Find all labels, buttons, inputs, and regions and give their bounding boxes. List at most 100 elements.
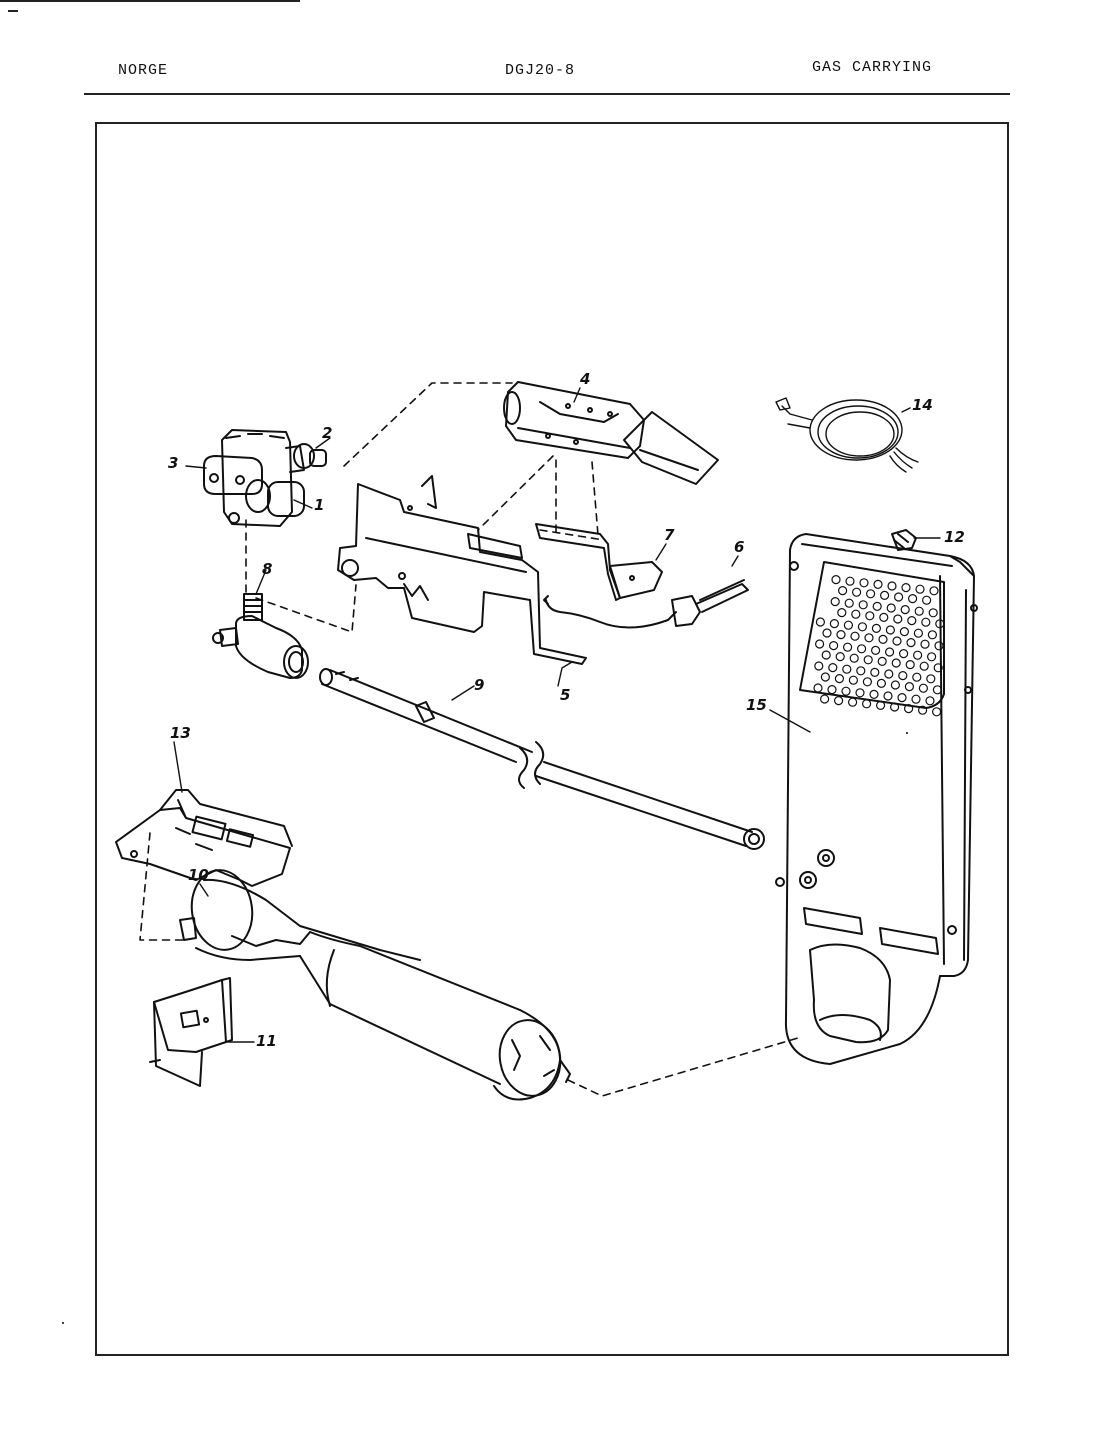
perforation-hole [837, 607, 847, 618]
perforation-hole [911, 694, 921, 704]
perforation-hole [850, 631, 860, 641]
perforation-hole [927, 630, 938, 640]
perforation-hole [845, 576, 855, 586]
flame-sensor-box [115, 789, 293, 887]
perforation-hole [828, 662, 838, 673]
perforation-hole [855, 688, 865, 698]
perforation-hole [912, 672, 922, 682]
perforation-hole [843, 620, 854, 630]
perforation-hole [861, 699, 872, 709]
perforation-hole [929, 586, 939, 596]
perforation-hole [820, 672, 831, 682]
perforation-hole [837, 585, 848, 596]
perforation-hole [872, 601, 882, 612]
perforation-hole [893, 592, 904, 602]
perforation-hole [907, 593, 918, 604]
perforation-hole [934, 641, 944, 651]
callout-9: 9 [474, 676, 485, 694]
perforation-hole [932, 685, 943, 695]
perforation-hole [918, 683, 929, 693]
callout-12: 12 [944, 528, 965, 546]
callout-7: 7 [664, 526, 675, 544]
mounting-plate [337, 475, 587, 665]
perforation-hole [928, 608, 938, 618]
perforation-hole [859, 578, 869, 588]
perforation-hole [827, 684, 837, 695]
perforation-hole [879, 590, 890, 601]
perforation-hole [814, 639, 825, 649]
perforation-hole [878, 634, 888, 645]
callout-5: 5 [560, 686, 571, 704]
perforation-hole [844, 598, 854, 608]
perforation-hole [885, 625, 896, 635]
corner-mark [8, 10, 18, 12]
perforation-hole [842, 642, 853, 652]
gas-valve [203, 429, 327, 527]
wire-harness [775, 397, 919, 473]
perforation-hole [833, 695, 844, 706]
perforation-hole [903, 703, 914, 714]
callout-15: 15 [746, 696, 767, 714]
perforation-hole [851, 609, 861, 619]
perforation-hole [813, 683, 823, 693]
perforation-hole [933, 663, 943, 673]
perforation-hole [847, 697, 858, 707]
perforation-hole [884, 647, 895, 657]
perforation-hole [834, 673, 845, 684]
assembly-dashed-lines [139, 382, 799, 1097]
perforation-hole [870, 645, 881, 656]
perforation-hole [901, 582, 911, 593]
perforation-hole [914, 606, 924, 616]
perforation-hole [926, 652, 937, 662]
perforation-hole [815, 617, 826, 627]
valve-fitting [212, 593, 309, 679]
perforation-hole [912, 650, 923, 660]
perforation-hole [865, 589, 876, 599]
perforation-hole [857, 622, 868, 632]
perforation-hole [889, 702, 900, 712]
perforation-hole [821, 650, 831, 660]
perforation-hole [893, 614, 903, 624]
perforation-hole [876, 678, 887, 689]
perforation-hole [856, 666, 866, 676]
callout-13: 13 [170, 724, 191, 742]
perforation-hole [842, 664, 852, 674]
perforation-hole [829, 618, 840, 629]
perforation-hole [863, 655, 873, 665]
igniter [543, 579, 749, 629]
perforation-hole [935, 619, 945, 629]
perforation-hole [849, 653, 859, 663]
perforation-hole [828, 640, 839, 651]
callout-2: 2 [322, 424, 333, 442]
perforation-hole [851, 587, 862, 597]
perforation-hole [836, 629, 846, 640]
callout-4: 4 [580, 370, 591, 388]
perforation-hole [884, 669, 894, 679]
perforation-hole [848, 675, 859, 685]
perforation-hole [864, 633, 874, 643]
perforation-hole [814, 661, 824, 671]
perforation-hole [891, 658, 901, 668]
perforation-hole [921, 617, 931, 627]
burner-tube [319, 668, 765, 850]
top-edge-rule [0, 0, 300, 2]
perforation-hole [822, 628, 832, 638]
callout-6: 6 [734, 538, 745, 556]
heat-shield [535, 523, 663, 601]
perforation-hole [856, 644, 867, 654]
callout-8: 8 [262, 560, 273, 578]
panel-perforations [813, 574, 945, 717]
perforation-hole [890, 680, 901, 690]
support-bracket [149, 977, 233, 1087]
perforation-hole [819, 694, 830, 704]
perforation-hole [883, 691, 893, 701]
callout-11: 11 [256, 1032, 277, 1050]
callout-10: 10 [188, 866, 209, 884]
perforation-hole [865, 611, 875, 621]
perforation-hole [892, 636, 902, 646]
perforation-hole [899, 626, 910, 637]
perforation-hole [871, 623, 882, 634]
perforation-hole [875, 700, 886, 711]
callout-14: 14 [912, 396, 933, 414]
perforation-hole [926, 674, 936, 684]
